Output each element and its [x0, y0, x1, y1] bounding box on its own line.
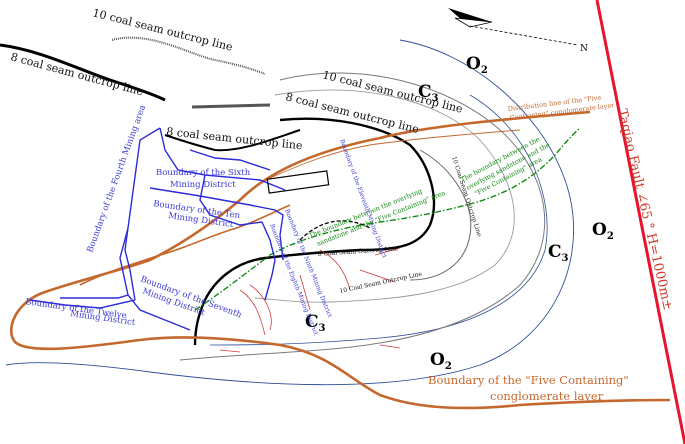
coal-seam-8-main-arc	[193, 117, 436, 346]
strata-c3-center: C3	[305, 312, 326, 334]
five-containing-inner-line	[79, 204, 291, 286]
label-sixth-district-line2: Mining District	[170, 180, 236, 190]
label-10-outcrop-small-bottom: 10 Coal Seam Outcrop Line	[339, 271, 423, 295]
label-taqiao-fault: Taqiao Fault ∠65 ° H=1000m±	[614, 108, 675, 312]
label-five-containing-boundary-line2: conglomerate layer	[490, 389, 604, 403]
district-boundaries	[29, 127, 286, 331]
strata-o2-right: O2	[592, 220, 614, 242]
coal-seam-10-top-left	[111, 36, 266, 75]
label-eleventh-district: Boundary of the Eleventh Mining District	[338, 138, 388, 259]
north-label: N	[580, 44, 588, 54]
label-five-containing-boundary-line1: Boundary of the "Five Containing"	[428, 373, 629, 387]
overlying-sandstone-boundary-line	[194, 127, 581, 311]
strata-o2-bottom: O2	[430, 350, 452, 372]
red-fracture-marks	[219, 247, 401, 353]
five-containing-boundary-line	[9, 110, 671, 410]
coal-seam-10-loop	[409, 149, 472, 281]
coal-seam-10-center	[191, 103, 271, 109]
strata-o2-top: O2	[466, 54, 488, 76]
strata-c3-top: C3	[418, 82, 439, 104]
coal-seam-8-top-left	[0, 43, 166, 102]
label-sixth-district-line1: Boundary of the Sixth	[156, 168, 251, 178]
label-8-outcrop-top-left: 8 coal seam outcrop line	[9, 50, 145, 98]
strata-c3-right: C3	[548, 242, 569, 264]
coal-seam-8-small-loop	[299, 220, 371, 241]
coal-seam-8-center	[164, 129, 301, 152]
north-arrow-icon: N	[448, 8, 588, 54]
taqiao-fault-line	[595, 0, 685, 444]
label-fourth-mining-area: Boundary of the Fourth Mining area	[85, 104, 148, 254]
o2-boundary-line	[5, 39, 574, 386]
five-containing-distribution-line	[269, 129, 521, 179]
coal-seam-10-contour-outer	[179, 72, 546, 361]
coal-seam-10-contour-inner	[254, 89, 515, 303]
small-rect-block	[266, 170, 330, 194]
label-10-outcrop-top-left: 10 coal seam outcrop line	[91, 6, 234, 53]
